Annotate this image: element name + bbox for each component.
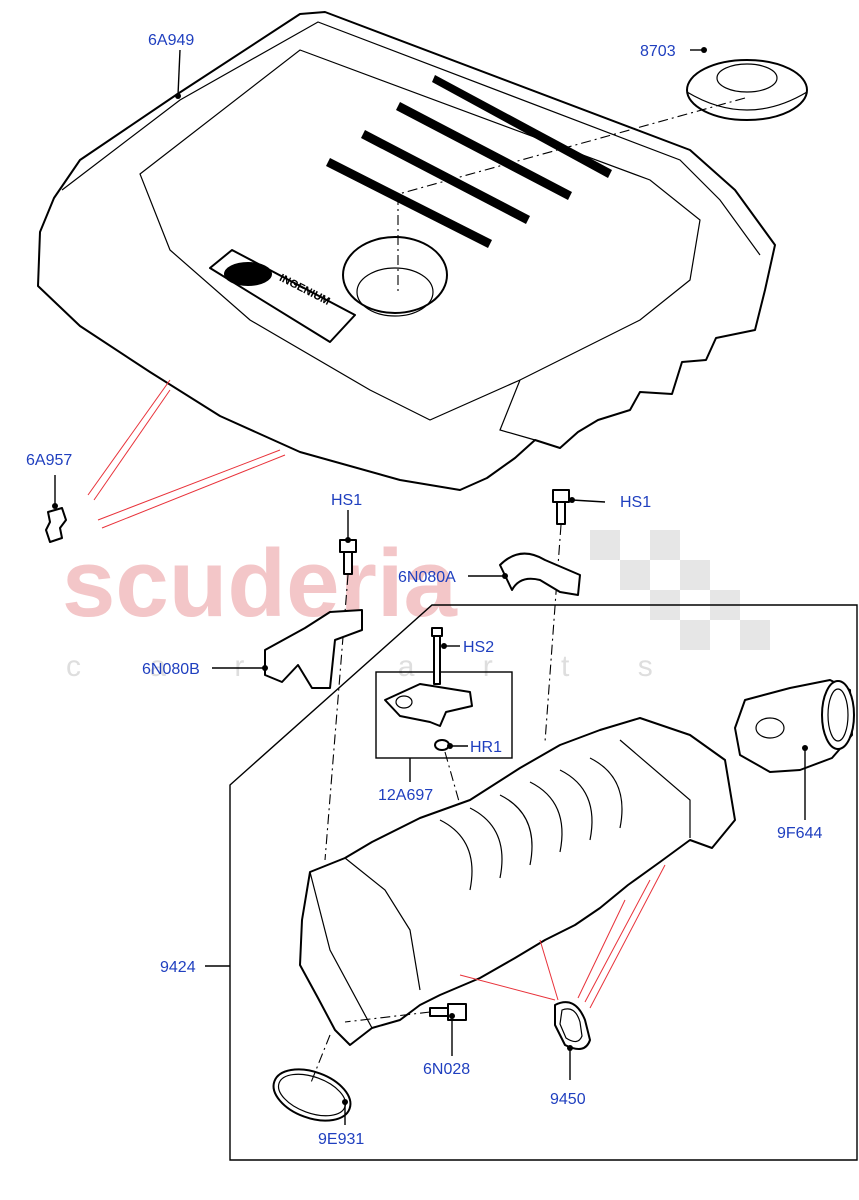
manifold-group-box [229, 604, 858, 1161]
callout-gasket-9450[interactable]: 9450 [550, 1091, 586, 1108]
intake-manifold[interactable] [299, 717, 736, 1046]
callout-oil-cap[interactable]: 8703 [640, 43, 676, 60]
callout-labels: 6A949 8703 6A957 HS1 HS1 6N080A 6N080B H… [26, 32, 822, 1148]
callout-hr1[interactable]: HR1 [470, 739, 502, 756]
oil-filler-opening [342, 236, 448, 317]
watermark: scuderia c a r p a r t s [62, 530, 770, 683]
callout-leaders [52, 47, 808, 1125]
cover-slots [326, 75, 612, 248]
callout-engine-cover[interactable]: 6A949 [148, 32, 194, 49]
callout-hs1-right[interactable]: HS1 [620, 494, 651, 511]
manifold-runners [439, 757, 623, 891]
callout-sensor[interactable]: 12A697 [378, 787, 433, 804]
sensor[interactable] [384, 683, 473, 727]
callout-throttle[interactable]: 9F644 [777, 825, 822, 842]
bracket-b[interactable] [264, 609, 363, 689]
callout-hs1-left[interactable]: HS1 [331, 492, 362, 509]
watermark-subtitle: c a r p a r t s [66, 650, 683, 683]
checker-flag-icon [590, 530, 770, 650]
stud-red-leaders [87, 379, 286, 529]
gasket-9450[interactable] [554, 1001, 591, 1050]
cap-centerline [394, 97, 746, 196]
oring-hr1[interactable] [434, 739, 450, 751]
oil-cap[interactable] [686, 59, 808, 121]
gasket-red-leaders [459, 864, 666, 1009]
callout-bracket-b[interactable]: 6N080B [142, 661, 200, 678]
callout-hs2[interactable]: HS2 [463, 639, 494, 656]
watermark-brand: scuderia [62, 530, 457, 637]
throttle-body[interactable] [734, 679, 855, 773]
bolt-hs1-right[interactable] [552, 489, 570, 525]
bolt-right-centerline [544, 524, 562, 743]
engine-cover[interactable]: INGENIUM [37, 11, 776, 491]
bolt-6n028[interactable] [429, 1003, 467, 1021]
bolt-6n028-centerline [344, 1011, 431, 1023]
stud[interactable] [45, 507, 67, 543]
callout-bracket-a[interactable]: 6N080A [398, 569, 456, 586]
sensor-group-box [375, 671, 513, 759]
screw-hs2[interactable] [431, 627, 443, 685]
callout-stud[interactable]: 6A957 [26, 452, 72, 469]
seal-centerline [309, 1034, 331, 1086]
callout-seal-9e931[interactable]: 9E931 [318, 1131, 364, 1148]
callout-manifold[interactable]: 9424 [160, 959, 196, 976]
callout-bolt-6n028[interactable]: 6N028 [423, 1061, 470, 1078]
seal-9e931[interactable] [267, 1060, 358, 1131]
bracket-a[interactable] [499, 552, 581, 596]
bolt-hs1-left[interactable] [339, 539, 357, 575]
